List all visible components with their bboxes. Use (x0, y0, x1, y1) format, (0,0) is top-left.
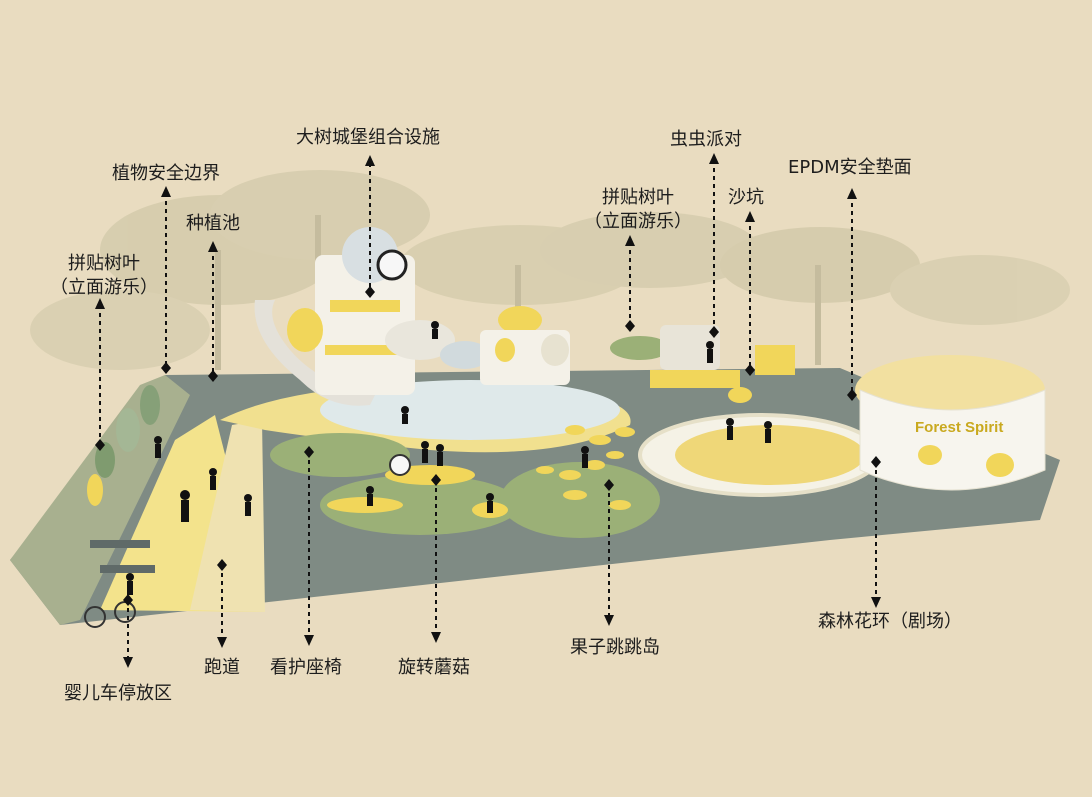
label-sandpit: 沙坑 (728, 187, 764, 208)
label-fruit-jump-island: 果子跳跳岛 (570, 637, 660, 658)
grass-patch (270, 433, 410, 477)
runway-inner (190, 420, 265, 612)
label-leaf-collage-left: 拼贴树叶 （立面游乐） (50, 252, 158, 300)
ring-dot (918, 445, 942, 465)
label-big-tree-castle: 大树城堡组合设施 (296, 127, 440, 148)
label-leaf-collage-center-line1: 拼贴树叶 (602, 187, 674, 208)
grass-patch (500, 462, 660, 538)
ring-dot (986, 453, 1014, 477)
seat-egg (389, 454, 411, 476)
center-leaf-structure (480, 306, 570, 385)
label-leaf-collage-left-line2: （立面游乐） (50, 277, 158, 298)
label-leaf-collage-center: 拼贴树叶 （立面游乐） (584, 186, 692, 234)
label-leaf-collage-center-line2: （立面游乐） (584, 211, 692, 232)
leader-lines (99, 160, 877, 660)
label-spinning-mushroom: 旋转蘑菇 (398, 657, 470, 678)
kid-figures (126, 321, 772, 595)
bug-party-structure (610, 325, 795, 403)
leader-diamonds (95, 286, 881, 606)
leader-arrow-heads (95, 153, 881, 668)
label-care-seat: 看护座椅 (270, 657, 342, 678)
label-leaf-collage-left-line1: 拼贴树叶 (68, 253, 140, 274)
label-stroller-parking: 婴儿车停放区 (64, 683, 172, 704)
label-planting-pool: 种植池 (186, 213, 240, 234)
label-forest-ring-theater: 森林花环（剧场） (818, 611, 962, 632)
sandpit (675, 425, 865, 485)
label-plant-boundary: 植物安全边界 (112, 163, 220, 184)
label-epdm-mat: EPDM安全垫面 (788, 157, 912, 178)
tree-castle (254, 227, 490, 406)
label-bug-party: 虫虫派对 (670, 129, 742, 150)
background-trees (30, 170, 1070, 370)
spin-disk (327, 497, 403, 513)
label-runway: 跑道 (204, 657, 240, 678)
fruit-jump-stones (536, 425, 635, 510)
forest-sign: Forest Spirit (915, 419, 1003, 436)
